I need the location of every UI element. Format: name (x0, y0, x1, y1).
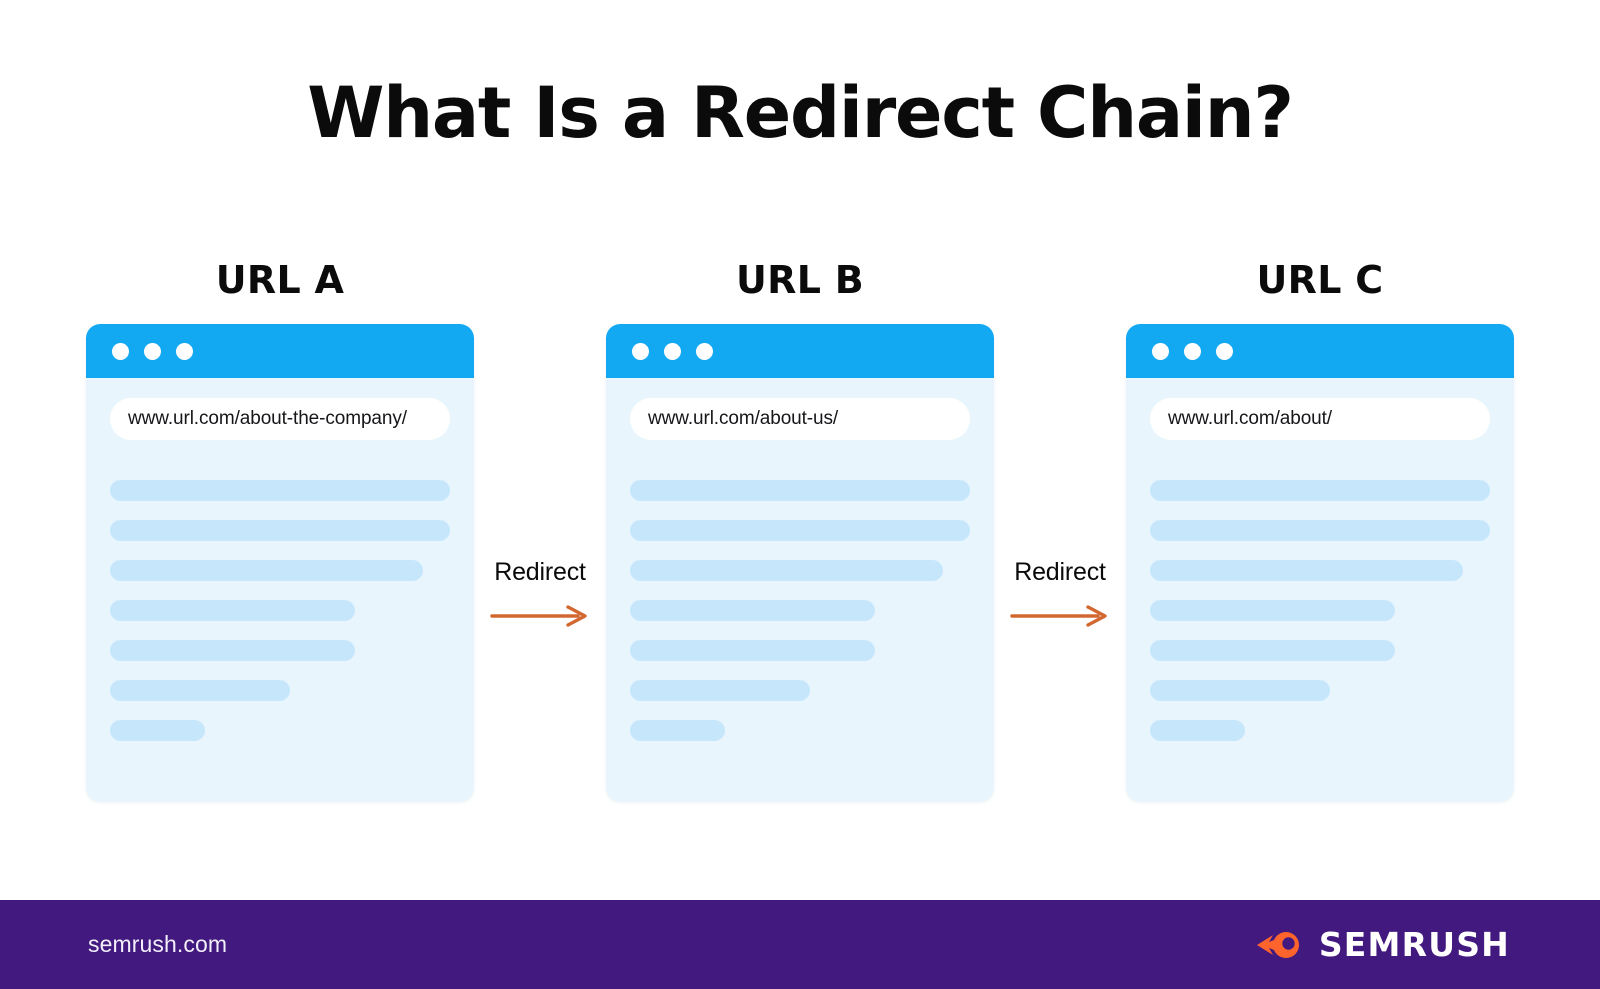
placeholder-line (110, 480, 450, 501)
url-card-label-b: URL B (735, 258, 865, 302)
window-dot-icon (664, 342, 681, 360)
window-dot-icon (144, 342, 161, 360)
url-card-label-a: URL A (215, 258, 345, 302)
url-card-column-b: URL B www.url.com/about-us/ (601, 258, 999, 802)
footer-site-url[interactable]: semrush.com (88, 931, 228, 957)
redirect-label: Redirect (1014, 558, 1106, 586)
placeholder-line (1150, 560, 1463, 581)
window-dot-icon (1216, 342, 1233, 360)
browser-body-c: www.url.com/about/ (1126, 378, 1514, 802)
placeholder-line (1150, 720, 1246, 741)
semrush-brand-lockup: SEMRUSH (1256, 925, 1510, 964)
content-placeholder-lines-c (1150, 480, 1490, 741)
placeholder-line (110, 720, 206, 741)
semrush-wordmark: SEMRUSH (1318, 925, 1510, 964)
browser-window-a: www.url.com/about-the-company/ (86, 324, 474, 802)
redirect-connector-1: Redirect (479, 318, 601, 796)
window-dot-icon (112, 342, 129, 360)
browser-body-b: www.url.com/about-us/ (606, 378, 994, 802)
content-placeholder-lines-a (110, 480, 450, 741)
url-address-bar-c[interactable]: www.url.com/about/ (1150, 398, 1490, 440)
placeholder-line (110, 600, 355, 621)
browser-window-b: www.url.com/about-us/ (606, 324, 994, 802)
url-card-label-c: URL C (1256, 258, 1384, 302)
placeholder-line (110, 640, 355, 661)
window-dot-icon (632, 342, 649, 360)
placeholder-line (110, 680, 291, 701)
placeholder-line (630, 680, 811, 701)
placeholder-line (630, 480, 970, 501)
redirect-label: Redirect (494, 558, 586, 586)
semrush-comet-logo-icon (1256, 931, 1299, 958)
browser-window-c: www.url.com/about/ (1126, 324, 1514, 802)
browser-titlebar-b (606, 324, 994, 378)
arrow-right-icon (490, 605, 587, 627)
browser-titlebar-c (1126, 324, 1514, 378)
url-card-column-c: URL C www.url.com/about/ (1121, 258, 1519, 802)
arrow-right-icon (1010, 605, 1107, 627)
browser-titlebar-a (86, 324, 474, 378)
redirect-chain-diagram: URL A www.url.com/about-the-company/ (0, 258, 1600, 818)
url-address-bar-b[interactable]: www.url.com/about-us/ (630, 398, 970, 440)
placeholder-line (1150, 680, 1331, 701)
placeholder-line (1150, 640, 1395, 661)
window-dot-icon (1152, 342, 1169, 360)
placeholder-line (1150, 480, 1490, 501)
redirect-connector-2: Redirect (999, 318, 1121, 796)
placeholder-line (630, 720, 726, 741)
window-dot-icon (176, 342, 193, 360)
placeholder-line (630, 640, 875, 661)
placeholder-line (110, 520, 450, 541)
placeholder-line (630, 560, 943, 581)
placeholder-line (110, 560, 423, 581)
placeholder-line (1150, 520, 1490, 541)
window-dot-icon (696, 342, 713, 360)
url-card-column-a: URL A www.url.com/about-the-company/ (81, 258, 479, 802)
page-title: What Is a Redirect Chain? (307, 72, 1294, 154)
window-dot-icon (1184, 342, 1201, 360)
footer-bar: semrush.com SEMRUSH (0, 900, 1600, 989)
browser-body-a: www.url.com/about-the-company/ (86, 378, 474, 802)
content-placeholder-lines-b (630, 480, 970, 741)
placeholder-line (630, 520, 970, 541)
placeholder-line (630, 600, 875, 621)
url-address-bar-a[interactable]: www.url.com/about-the-company/ (110, 398, 450, 440)
placeholder-line (1150, 600, 1395, 621)
